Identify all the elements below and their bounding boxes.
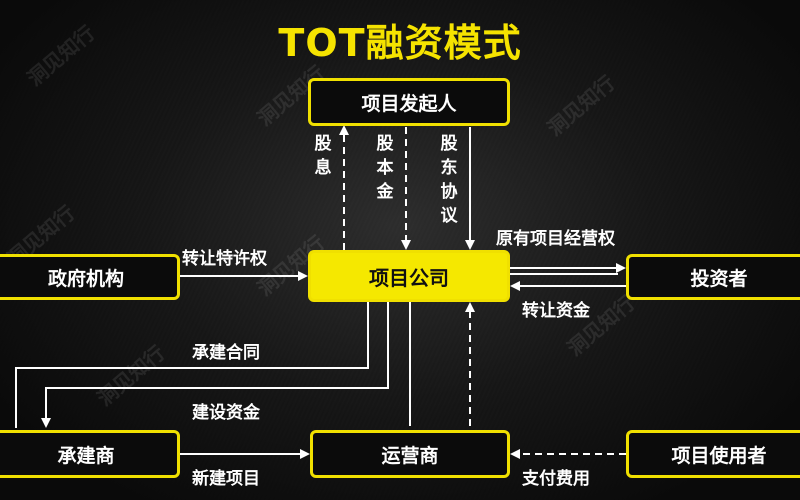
edge-label-equity: 股本金 <box>376 134 394 202</box>
arrow-construction-funds <box>41 302 389 428</box>
node-investor: 投资者 <box>626 254 800 300</box>
edge-label-construction-funds: 建设资金 <box>192 403 260 423</box>
edge-label-transfer-funds: 转让资金 <box>522 301 590 321</box>
edge-label-payment: 支付费用 <box>522 469 590 489</box>
node-project-company: 项目公司 <box>308 250 510 302</box>
node-project-initiator: 项目发起人 <box>308 78 510 126</box>
node-operator: 运营商 <box>310 430 510 478</box>
arrow-construction-contract <box>15 302 369 428</box>
edge-label-transfer-concession: 转让特许权 <box>182 249 267 269</box>
edge-label-dividend: 股息 <box>314 134 332 178</box>
node-contractor: 承建商 <box>0 430 180 478</box>
diagram-title: TOT融资模式 <box>278 21 522 65</box>
node-project-user: 项目使用者 <box>626 430 800 478</box>
edge-label-new-project: 新建项目 <box>192 469 260 489</box>
edge-label-construction-contract: 承建合同 <box>192 343 260 363</box>
edge-label-original-rights: 原有项目经营权 <box>496 229 615 249</box>
edge-label-shareholder-agreement: 股东协议 <box>440 134 458 226</box>
node-government: 政府机构 <box>0 254 180 300</box>
